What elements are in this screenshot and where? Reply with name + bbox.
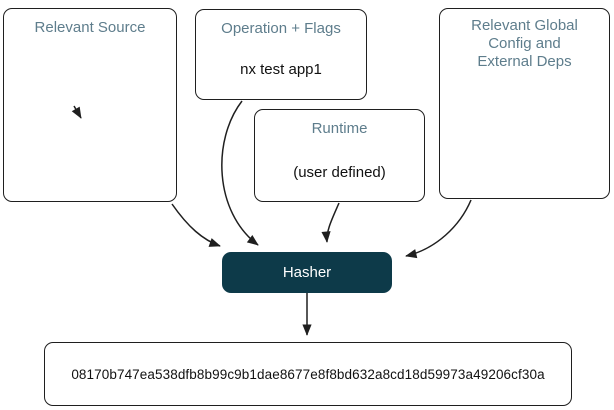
runtime-value: (user defined) [293, 164, 386, 181]
runtime-panel: Runtime (user defined) [254, 109, 425, 202]
hash-value: 08170b747ea538dfb8b99c9b1dae8677e8f8bd63… [71, 366, 545, 382]
global-config-title-line3: External Deps [477, 53, 572, 70]
arrow-operation-to-hasher [221, 100, 259, 246]
hasher-node: Hasher [222, 252, 392, 293]
arrow-runtime-to-hasher [321, 202, 340, 243]
arrow-source-to-hasher [171, 203, 221, 247]
hasher-label: Hasher [282, 264, 332, 281]
hash-output-box: 08170b747ea538dfb8b99c9b1dae8677e8f8bd63… [44, 342, 572, 406]
operation-flags-title: Operation + Flags [221, 20, 341, 37]
global-config-title: Relevant Global Config and External Deps [440, 9, 609, 71]
global-config-title-line2: Config and [488, 35, 561, 52]
runtime-title: Runtime [311, 120, 368, 137]
relevant-source-panel: Relevant Source [3, 8, 177, 202]
relevant-source-title: Relevant Source [34, 19, 146, 36]
global-config-panel: Relevant Global Config and External Deps [439, 8, 610, 199]
operation-flags-panel: Operation + Flags nx test app1 [195, 9, 367, 100]
global-config-title-line1: Relevant Global [471, 17, 578, 34]
operation-command: nx test app1 [240, 61, 322, 78]
arrow-config-to-hasher [405, 199, 472, 259]
